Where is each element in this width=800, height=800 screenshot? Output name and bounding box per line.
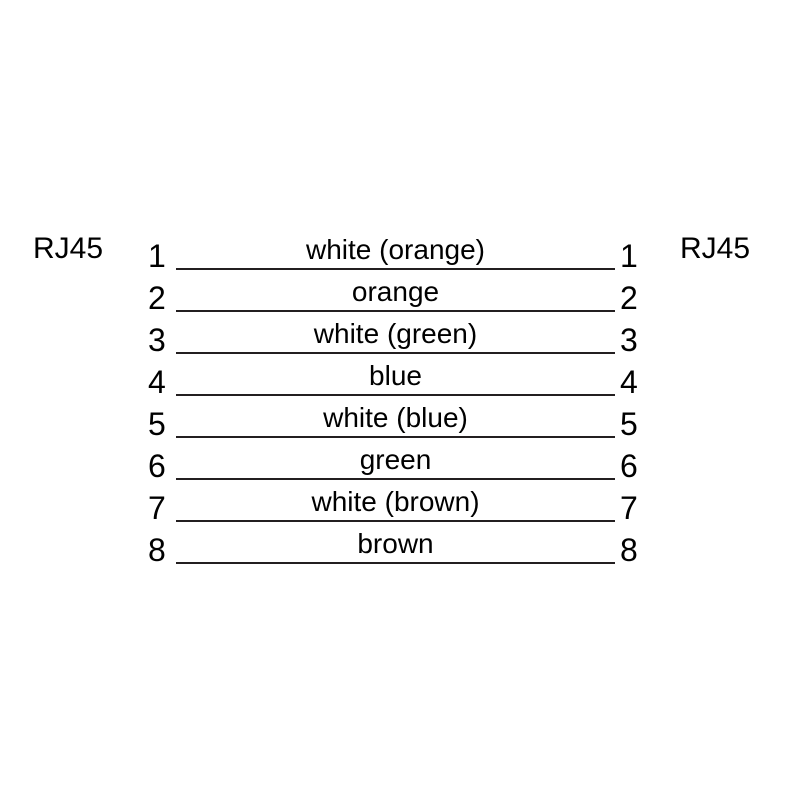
- wire-line: [176, 478, 615, 480]
- left-pin-number: 3: [148, 322, 166, 358]
- right-connector-label: RJ45: [680, 232, 751, 265]
- pin-row: blue 4 4: [0, 361, 800, 403]
- wire-color-label: white (orange): [306, 234, 485, 265]
- right-pin-number: 3: [620, 322, 638, 358]
- wire-color-label: orange: [351, 276, 440, 307]
- pin-row: brown 8 8: [0, 529, 800, 571]
- right-pin-number: 2: [620, 280, 638, 316]
- wire-line: [176, 520, 615, 522]
- left-pin-number: 4: [148, 364, 166, 400]
- left-pin-number: 6: [148, 448, 166, 484]
- wire-color-label: white (green): [313, 318, 478, 349]
- wire-line: [176, 394, 615, 396]
- right-pin-number: 5: [620, 406, 638, 442]
- left-pin-number: 5: [148, 406, 166, 442]
- right-pin-number: 8: [620, 532, 638, 568]
- wire-line: [176, 562, 615, 564]
- wire-line: [176, 436, 615, 438]
- wire-color-label: white (brown): [311, 486, 480, 517]
- right-pin-number: 1: [620, 238, 638, 274]
- pin-row: white (orange) 1 1: [0, 235, 800, 277]
- left-pin-number: 8: [148, 532, 166, 568]
- left-pin-number: 7: [148, 490, 166, 526]
- wire-line: [176, 310, 615, 312]
- wire-color-label: white (blue): [323, 402, 468, 433]
- pin-row: orange 2 2: [0, 277, 800, 319]
- pin-row: white (green) 3 3: [0, 319, 800, 361]
- right-pin-number: 4: [620, 364, 638, 400]
- left-pin-number: 2: [148, 280, 166, 316]
- pin-row: white (brown) 7 7: [0, 487, 800, 529]
- wire-color-label: brown: [357, 528, 434, 559]
- wire-line: [176, 268, 615, 270]
- wire-color-label: green: [359, 444, 432, 475]
- wire-line: [176, 352, 615, 354]
- pin-row: green 6 6: [0, 445, 800, 487]
- left-connector-label: RJ45: [33, 232, 104, 265]
- right-pin-number: 7: [620, 490, 638, 526]
- wire-color-label: blue: [369, 360, 422, 391]
- pin-row: white (blue) 5 5: [0, 403, 800, 445]
- right-pin-number: 6: [620, 448, 638, 484]
- left-pin-number: 1: [148, 238, 166, 274]
